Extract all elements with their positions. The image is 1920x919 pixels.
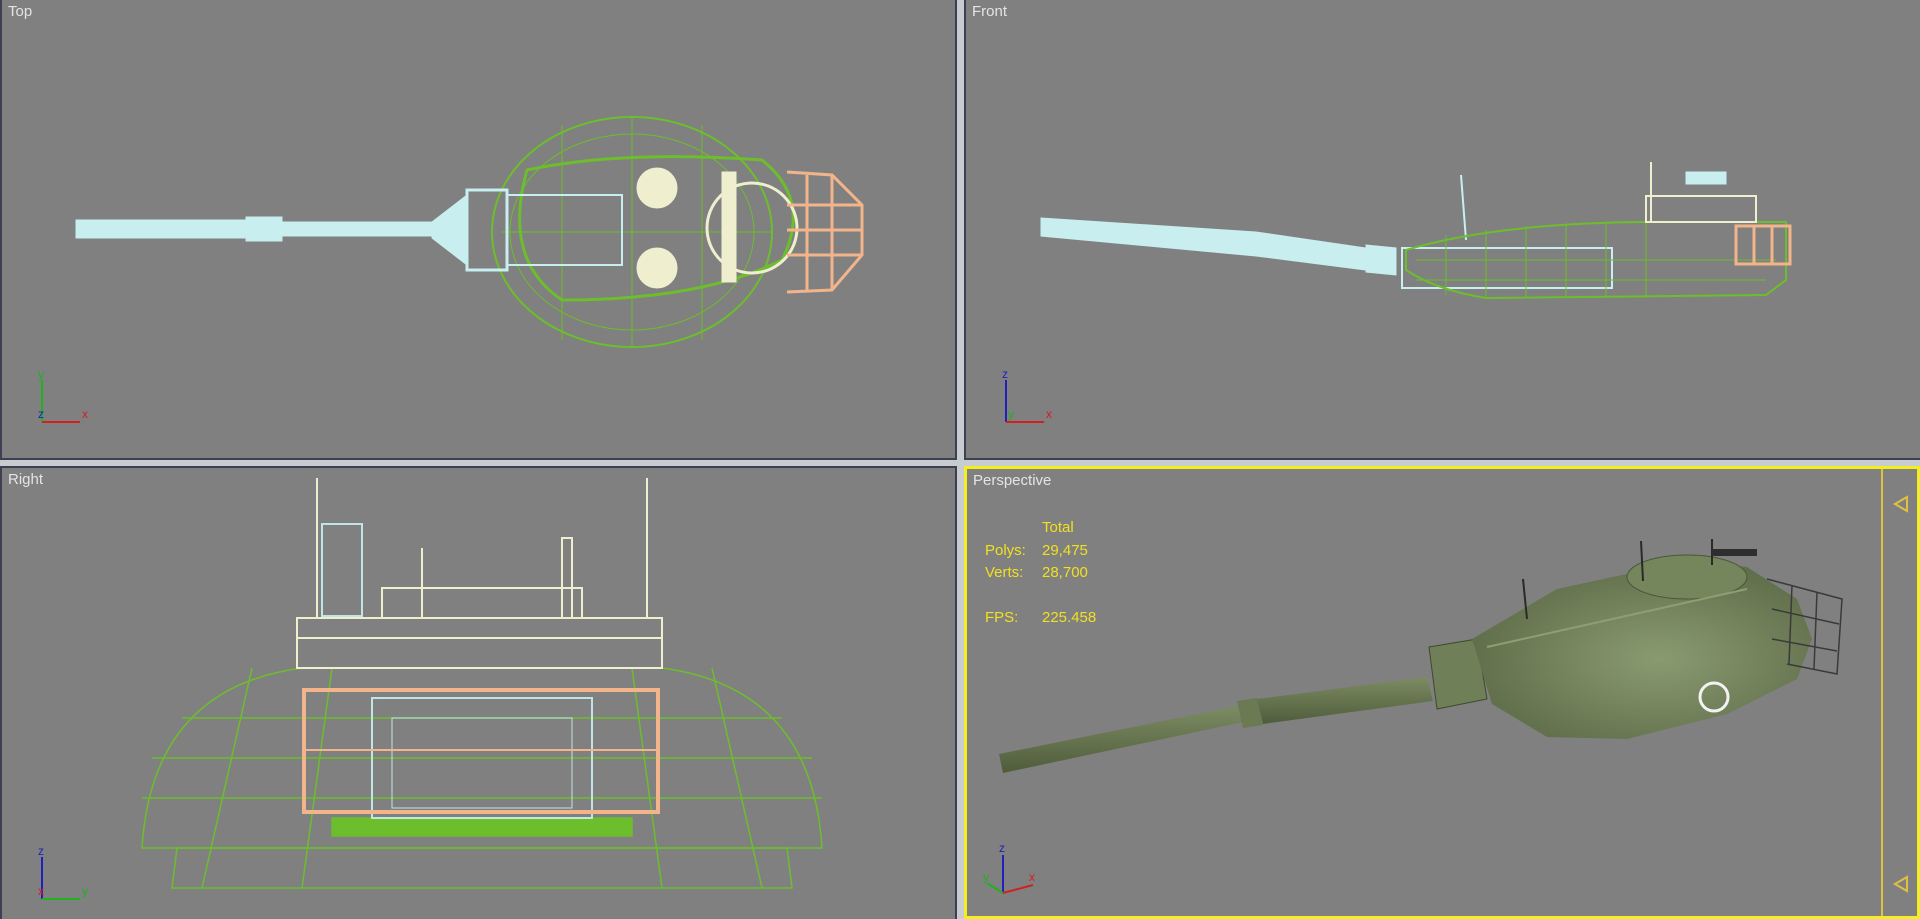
svg-text:x: x <box>38 884 44 898</box>
axis-gizmo-perspective: z x y <box>983 841 1035 894</box>
viewport-front[interactable]: Front <box>964 0 1920 460</box>
safe-frame-line <box>1881 469 1883 916</box>
svg-text:z: z <box>1002 367 1008 381</box>
viewport-label-perspective[interactable]: Perspective <box>973 472 1052 489</box>
fps-label: FPS: <box>985 608 1019 626</box>
svg-text:y: y <box>1008 407 1014 421</box>
viewport-label-right[interactable]: Right <box>8 471 44 488</box>
svg-text:z: z <box>38 844 44 858</box>
verts-label: Verts: <box>985 564 1024 581</box>
svg-text:y: y <box>983 870 989 884</box>
svg-text:y: y <box>82 884 88 898</box>
svg-text:x: x <box>1046 407 1052 421</box>
tank-turret-wireframe-front <box>1040 162 1792 300</box>
viewport-perspective[interactable]: Perspective Total Polys: 29,475 Verts: 28,… <box>964 466 1920 919</box>
fps-value: 225.458 <box>1042 608 1097 626</box>
safe-frame-marker-bottom-icon <box>1893 875 1908 893</box>
polys-label: Polys: <box>985 541 1026 559</box>
verts-value: 28,700 <box>1042 564 1088 581</box>
viewport-label-top[interactable]: Top <box>8 3 33 20</box>
safe-frame-marker-top-icon <box>1893 495 1908 513</box>
tank-turret-wireframe-top <box>75 116 864 348</box>
svg-text:z: z <box>999 841 1005 855</box>
svg-text:x: x <box>1029 870 1035 884</box>
viewport-label-front[interactable]: Front <box>972 3 1008 20</box>
svg-text:x: x <box>82 407 88 421</box>
polys-value: 29,475 <box>1042 541 1088 559</box>
scene-statistics: Total Polys: 29,475 Verts: 28,700 FPS: 225.… <box>985 517 1096 629</box>
tank-turret-shaded-perspective <box>999 539 1843 773</box>
tank-turret-wireframe-right <box>141 478 823 889</box>
axis-gizmo-front: z y x <box>1002 367 1052 423</box>
axis-gizmo-right: z x y <box>38 844 88 900</box>
viewport-top[interactable]: Top <box>0 0 957 460</box>
viewport-right[interactable]: Right <box>0 466 957 919</box>
stats-header: Total <box>1042 519 1074 536</box>
axis-gizmo-top: y z x <box>38 367 88 423</box>
svg-text:y: y <box>38 367 44 381</box>
svg-text:z: z <box>38 407 44 421</box>
